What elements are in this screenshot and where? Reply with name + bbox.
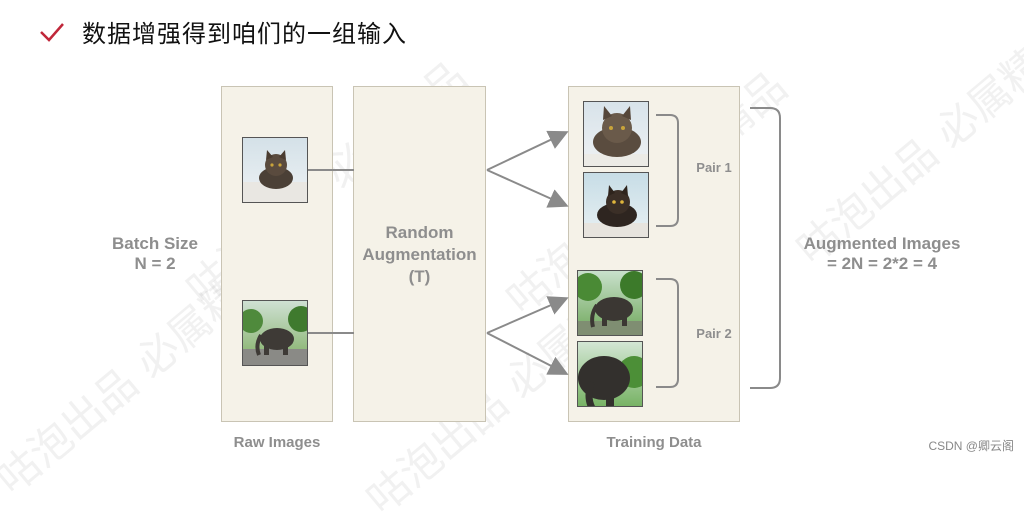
raw-image-elephant — [242, 300, 308, 366]
diagram-connectors — [0, 0, 1024, 460]
augmented-cat-color — [583, 172, 649, 238]
pair2-bracket — [656, 279, 678, 387]
pair2-label: Pair 2 — [690, 326, 738, 341]
pair1-label: Pair 1 — [690, 160, 738, 175]
arrow-to-pair2-top — [487, 299, 565, 333]
augmented-images-label: Augmented Images = 2N = 2*2 = 4 — [790, 234, 974, 274]
augmented-elephant-crop — [577, 341, 643, 407]
pair1-bracket — [656, 115, 678, 226]
arrow-to-pair1-bottom — [487, 170, 565, 205]
augmented-elephant-full — [577, 270, 643, 336]
credit-text: CSDN @卿云阁 — [928, 437, 1014, 454]
arrow-to-pair2-bottom — [487, 333, 565, 373]
arrow-to-pair1-top — [487, 133, 565, 170]
all-augmented-bracket — [750, 108, 780, 388]
raw-image-cat — [242, 137, 308, 203]
augmented-cat-crop — [583, 101, 649, 167]
